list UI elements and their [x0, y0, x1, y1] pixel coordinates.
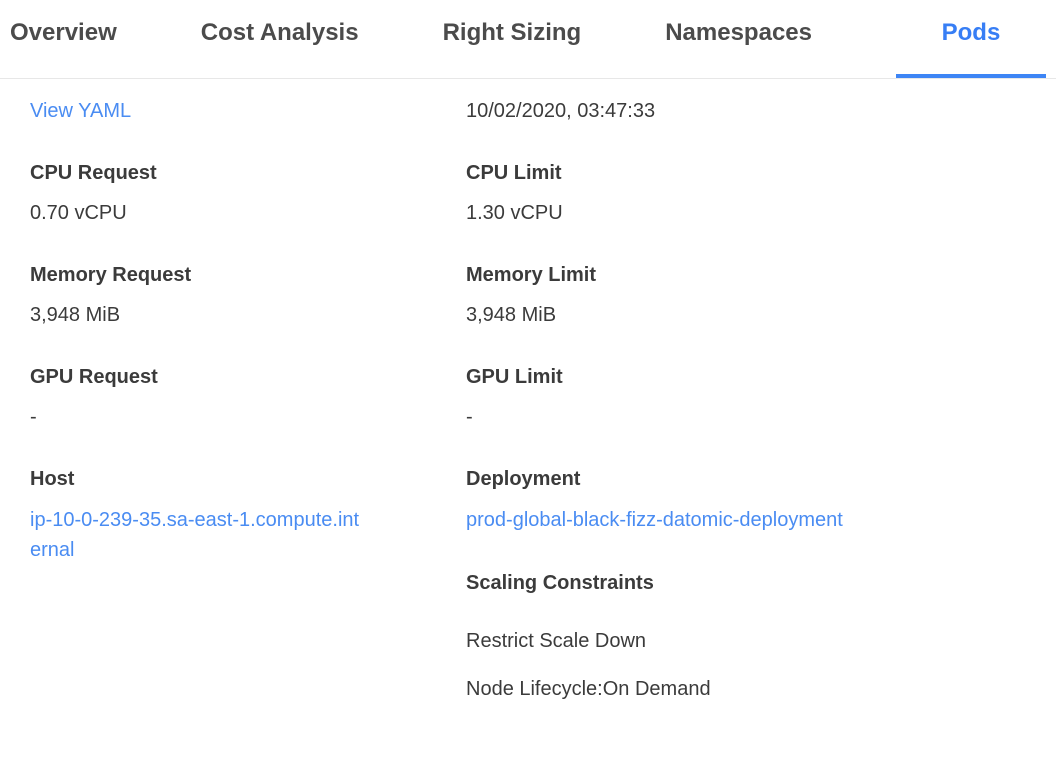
tab-bar: Overview Cost Analysis Right Sizing Name…: [0, 0, 1056, 79]
memory-limit-value: 3,948 MiB: [466, 304, 557, 326]
tab-overview[interactable]: Overview: [10, 19, 117, 46]
field-cpu-request: CPU Request 0.70 vCPU: [30, 159, 466, 227]
details-column-right: 10/02/2020, 03:47:33 CPU Limit 1.30 vCPU…: [466, 97, 1026, 723]
gpu-request-value: -: [30, 406, 37, 428]
gpu-request-label: GPU Request: [30, 366, 158, 388]
pod-details-panel: View YAML CPU Request 0.70 vCPU Memory R…: [0, 79, 1056, 723]
deployment-label: Deployment: [466, 468, 581, 490]
scaling-constraint-item: Restrict Scale Down: [466, 630, 647, 652]
gpu-limit-value: -: [466, 406, 473, 428]
host-label: Host: [30, 468, 75, 490]
cpu-request-label: CPU Request: [30, 162, 157, 184]
field-host: Host ip-10-0-239-35.sa-east-1.compute.in…: [30, 465, 466, 565]
field-cpu-limit: CPU Limit 1.30 vCPU: [466, 159, 1026, 227]
view-yaml-link[interactable]: View YAML: [30, 100, 132, 122]
tab-namespaces[interactable]: Namespaces: [665, 19, 812, 46]
memory-request-value: 3,948 MiB: [30, 304, 121, 326]
field-deployment: Deployment prod-global-black-fizz-datomi…: [466, 465, 1026, 535]
cpu-limit-value: 1.30 vCPU: [466, 202, 563, 224]
field-gpu-limit: GPU Limit -: [466, 363, 1026, 431]
cpu-request-value: 0.70 vCPU: [30, 202, 127, 224]
memory-limit-label: Memory Limit: [466, 264, 597, 286]
tab-pods[interactable]: Pods: [895, 0, 1046, 78]
field-memory-request: Memory Request 3,948 MiB: [30, 261, 466, 329]
tab-cost-analysis[interactable]: Cost Analysis: [200, 19, 359, 46]
deployment-link[interactable]: prod-global-black-fizz-datomic-deploymen…: [466, 509, 843, 531]
scaling-constraint-item: Node Lifecycle:On Demand: [466, 678, 711, 700]
field-gpu-request: GPU Request -: [30, 363, 466, 431]
details-column-left: View YAML CPU Request 0.70 vCPU Memory R…: [30, 97, 466, 723]
timestamp: 10/02/2020, 03:47:33: [466, 100, 656, 122]
scaling-constraints-section: Scaling Constraints Restrict Scale Down …: [466, 569, 1026, 703]
cpu-limit-label: CPU Limit: [466, 162, 562, 184]
gpu-limit-label: GPU Limit: [466, 366, 563, 388]
field-memory-limit: Memory Limit 3,948 MiB: [466, 261, 1026, 329]
host-link[interactable]: ip-10-0-239-35.sa-east-1.compute.interna…: [30, 509, 360, 561]
scaling-constraints-title: Scaling Constraints: [466, 572, 654, 594]
tab-right-sizing[interactable]: Right Sizing: [442, 19, 582, 46]
memory-request-label: Memory Request: [30, 264, 192, 286]
